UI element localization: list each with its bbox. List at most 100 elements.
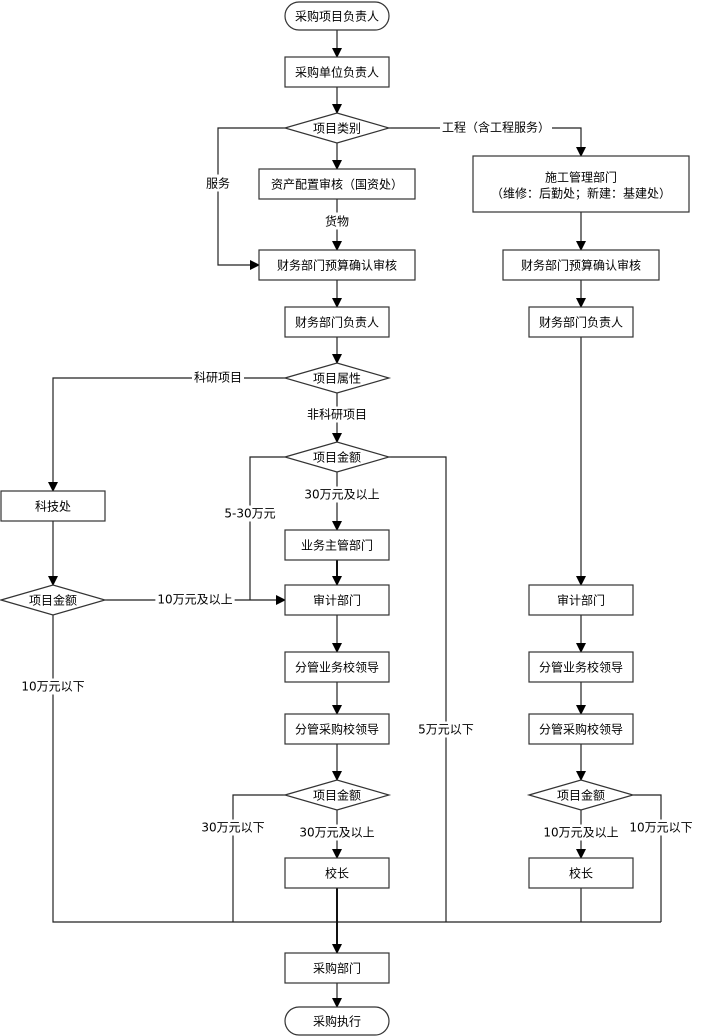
process-box <box>284 857 390 889</box>
process-box <box>258 249 416 281</box>
node-label: 项目金额 <box>313 450 361 465</box>
node-start: 采购项目负责人 <box>284 1 390 31</box>
node-label: 项目属性 <box>313 372 361 386</box>
node-label: 分管采购校领导 <box>295 722 379 737</box>
edge-label-text: 30万元及以上 <box>304 488 379 502</box>
node-label: 采购部门 <box>313 961 361 976</box>
edge-label-mid-30-above: 30万元及以上 <box>302 486 382 503</box>
node-label: 财务部门负责人 <box>295 315 379 330</box>
node-label: 项目金额 <box>29 593 77 608</box>
node-label: 科技处 <box>35 500 71 514</box>
process-box <box>528 713 634 745</box>
process-box <box>284 952 390 984</box>
node-label: 财务部门预算确认审核 <box>277 258 397 273</box>
node-president-r: 校长 <box>528 857 634 889</box>
process-box <box>284 529 390 561</box>
process-box <box>528 306 634 338</box>
decision-diamond <box>282 112 392 144</box>
edge-label-text: 非科研项目 <box>307 408 367 422</box>
edge-label-low-r-10-above: 10万元及以上 <box>541 824 621 841</box>
node-unit-head: 采购单位负责人 <box>284 56 390 88</box>
edge-label-mid-5-30: 5-30万元 <box>222 505 278 522</box>
node-biz-leader-r: 分管业务校领导 <box>528 651 634 683</box>
node-label: 校长 <box>569 866 593 881</box>
node-sci-office: 科技处 <box>0 490 106 522</box>
edge-label-text: 10万元及以上 <box>157 593 232 607</box>
flow-connector <box>249 456 285 600</box>
edge-label-background <box>439 118 553 136</box>
process-box <box>0 490 106 522</box>
edge-label-background <box>222 505 278 522</box>
decision-diamond <box>282 779 392 811</box>
edge-label-goods: 货物 <box>322 212 352 230</box>
decision-diamond <box>282 362 392 394</box>
edge-label-text: 10万元及以上 <box>543 826 618 840</box>
edge-label-low-r-below-10: 10万元以下 <box>627 819 695 836</box>
node-attribute: 项目属性 <box>282 362 392 394</box>
decision-diamond <box>0 584 108 616</box>
flow-connector <box>52 615 661 923</box>
node-label: 采购执行 <box>313 1014 361 1029</box>
process-box <box>284 306 390 338</box>
node-label: 业务主管部门 <box>301 538 373 553</box>
node-label: 项目类别 <box>313 122 361 136</box>
edge-label-non-research: 非科研项目 <box>304 406 370 423</box>
node-proc-leader-r: 分管采购校领导 <box>528 713 634 745</box>
edge-label-text: 工程（含工程服务） <box>442 120 550 135</box>
edge-label-left-10-above: 10万元及以上 <box>155 591 235 608</box>
edge-label-background <box>199 819 267 836</box>
node-label: 分管业务校领导 <box>539 660 623 675</box>
edge-label-engineering: 工程（含工程服务） <box>439 118 553 136</box>
edge-label-text: 5万元以下 <box>418 723 474 737</box>
edge-label-text: 5-30万元 <box>224 507 275 521</box>
edge-label-background <box>302 486 382 503</box>
node-label: 审计部门 <box>313 593 361 608</box>
process-box <box>502 249 660 281</box>
node-label: 校长 <box>325 866 349 881</box>
edge-label-low-l-30-above: 30万元及以上 <box>297 824 377 841</box>
edge-label-mid-below-5: 5万元以下 <box>416 721 476 738</box>
edge-label-background <box>627 819 695 836</box>
process-box <box>284 584 390 616</box>
process-box <box>528 651 634 683</box>
node-finance-budget-l: 财务部门预算确认审核 <box>258 249 416 281</box>
edge-label-text: 30万元以下 <box>201 821 264 835</box>
node-president-l: 校长 <box>284 857 390 889</box>
node-amount-low-r: 项目金额 <box>526 779 636 811</box>
node-end: 采购执行 <box>284 1006 390 1036</box>
node-finance-head-r: 财务部门负责人 <box>528 306 634 338</box>
node-label: 施工管理部门 <box>545 170 617 185</box>
flow-connector <box>633 794 662 922</box>
edge-label-background <box>541 824 621 841</box>
edge-label-left-below-10: 10万元以下 <box>19 678 87 695</box>
node-label: 审计部门 <box>557 593 605 608</box>
node-category: 项目类别 <box>282 112 392 144</box>
edge-label-low-l-below-30: 30万元以下 <box>199 819 267 836</box>
edge-label-background <box>304 406 370 423</box>
edge-label-background <box>155 591 235 608</box>
edge-label-background <box>297 824 377 841</box>
edge-label-service: 服务 <box>203 174 233 192</box>
node-biz-leader-l: 分管业务校领导 <box>284 651 390 683</box>
edge-label-background <box>416 721 476 738</box>
node-finance-head-l: 财务部门负责人 <box>284 306 390 338</box>
node-label: 项目金额 <box>557 788 605 803</box>
edge-label-text: 服务 <box>206 176 230 191</box>
edge-label-background <box>203 174 233 192</box>
node-amount-left: 项目金额 <box>0 584 108 616</box>
edge-label-background <box>191 369 245 386</box>
terminal-shape <box>284 1006 390 1036</box>
decision-diamond <box>526 779 636 811</box>
node-label: 分管业务校领导 <box>295 660 379 675</box>
terminal-shape <box>284 1 390 31</box>
flow-connector <box>232 794 285 922</box>
node-label: 分管采购校领导 <box>539 722 623 737</box>
node-construction-dept: 施工管理部门（维修：后勤处；新建：基建处） <box>472 155 690 213</box>
edge-label-text: 货物 <box>325 214 349 229</box>
process-box <box>528 584 634 616</box>
node-label: 项目金额 <box>313 788 361 803</box>
edge-label-text: 10万元以下 <box>21 680 84 694</box>
process-box <box>472 155 690 213</box>
node-label: 采购项目负责人 <box>295 9 379 24</box>
